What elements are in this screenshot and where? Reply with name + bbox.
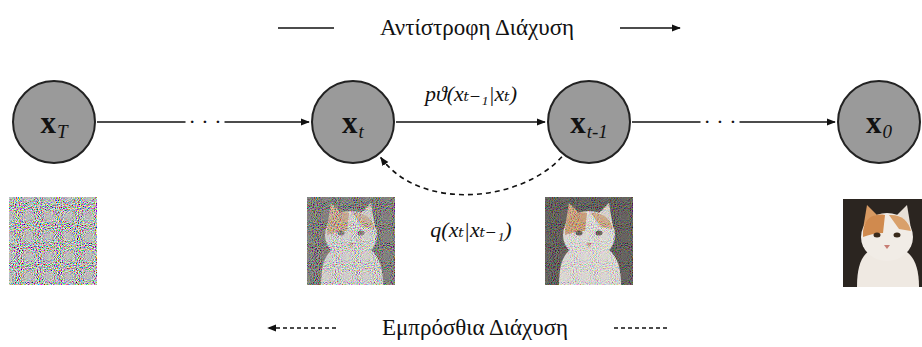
bottom-rule — [614, 327, 668, 328]
variable-symbol: x — [866, 107, 882, 138]
variable-symbol: x — [342, 107, 358, 138]
title-arrow — [620, 27, 680, 29]
direction-label: Εμπρόσθια Διάχυση — [379, 315, 571, 341]
noise-image — [9, 197, 97, 285]
reverse-connector — [396, 121, 545, 123]
edge-label: q(xₜ|xₜ₋₁) — [427, 217, 514, 242]
state-circle: xt-1 — [547, 80, 631, 164]
direction-label: Αντίστροφη Διάχυση — [377, 15, 577, 41]
title-rule — [278, 27, 334, 29]
bottom-arrow — [268, 327, 336, 328]
noisy-cat-image — [307, 197, 395, 285]
variable-symbol: x — [570, 107, 586, 138]
variable-symbol: x — [40, 107, 56, 138]
variable-subscript: t — [359, 122, 364, 141]
variable-subscript: t-1 — [587, 122, 608, 141]
state-circle: xt — [311, 80, 395, 164]
variable-subscript: 0 — [883, 122, 893, 141]
edge-label: · · · — [701, 109, 740, 134]
state-circle: xT — [12, 80, 96, 164]
less-noisy-cat-image — [545, 197, 633, 285]
forward-connector — [381, 157, 562, 195]
edge-label: · · · — [186, 109, 225, 134]
edge-label: pϑ(xₜ₋₁|xₜ) — [422, 81, 520, 106]
state-circle: x0 — [837, 80, 921, 164]
variable-subscript: T — [57, 122, 68, 141]
cat-image — [843, 199, 922, 287]
